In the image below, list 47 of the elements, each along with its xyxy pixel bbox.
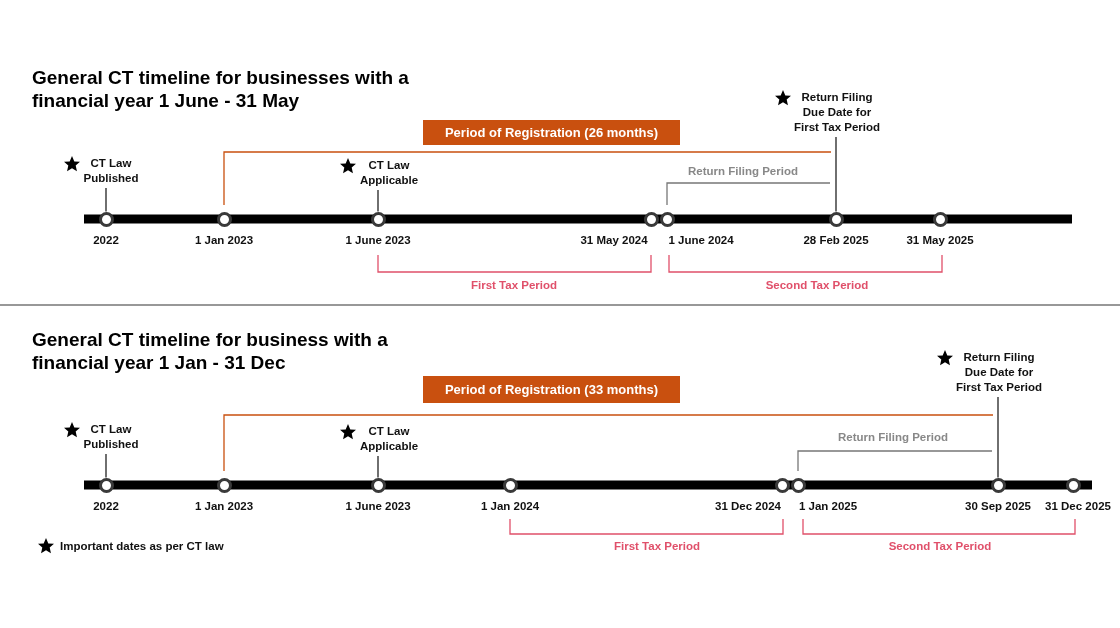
date-label: 1 June 2023 [345, 500, 411, 512]
period-label: Second Tax Period [765, 279, 869, 291]
timeline-marker [643, 211, 659, 227]
date-label: 1 June 2023 [345, 234, 411, 246]
leader-line [377, 189, 379, 213]
date-label: 1 June 2024 [668, 234, 734, 246]
period-label: Second Tax Period [888, 540, 992, 552]
date-label: 1 Jan 2025 [798, 500, 858, 512]
period-label: Return Filing Period [688, 165, 798, 177]
date-label: 31 May 2024 [580, 234, 648, 246]
period-label: Return Filing Period [838, 431, 948, 443]
event-label: CT Law Applicable [358, 424, 420, 454]
date-label: 2022 [93, 500, 119, 512]
timeline-marker [932, 211, 948, 227]
date-label: 1 Jan 2023 [194, 234, 254, 246]
event-label: CT Law Published [82, 422, 140, 452]
date-label: 31 May 2025 [906, 234, 974, 246]
leader-line [835, 136, 837, 213]
event-label: CT Law Published [82, 156, 140, 186]
leader-line [997, 396, 999, 479]
timeline-marker [774, 477, 790, 493]
leader-line [377, 455, 379, 479]
section-heading: General CT timeline for business with a financial year 1 Jan - 31 Dec [32, 328, 389, 374]
date-label: 28 Feb 2025 [803, 234, 869, 246]
leader-line [105, 453, 107, 479]
date-label: 31 Dec 2025 [1045, 500, 1111, 512]
event-label: Return Filing Due Date for First Tax Period [954, 350, 1044, 395]
period-banner: Period of Registration (33 months) [423, 376, 680, 403]
timeline-marker [659, 211, 675, 227]
date-label: 30 Sep 2025 [965, 500, 1031, 512]
period-label: First Tax Period [470, 279, 558, 291]
timeline-marker [1065, 477, 1081, 493]
event-label: CT Law Applicable [358, 158, 420, 188]
date-label: 2022 [93, 234, 119, 246]
period-label: First Tax Period [613, 540, 701, 552]
timeline-marker [790, 477, 806, 493]
timeline-marker [216, 211, 232, 227]
date-label: 1 Jan 2024 [480, 500, 540, 512]
legend-label: Important dates as per CT law [60, 538, 224, 554]
date-label: 31 Dec 2024 [715, 500, 781, 512]
period-banner: Period of Registration (26 months) [423, 120, 680, 145]
section-heading: General CT timeline for businesses with a financial year 1 June - 31 May [32, 66, 410, 112]
date-label: 1 Jan 2023 [194, 500, 254, 512]
timeline-marker [502, 477, 518, 493]
event-label: Return Filing Due Date for First Tax Period [792, 90, 882, 135]
timeline-marker [216, 477, 232, 493]
leader-line [105, 187, 107, 213]
